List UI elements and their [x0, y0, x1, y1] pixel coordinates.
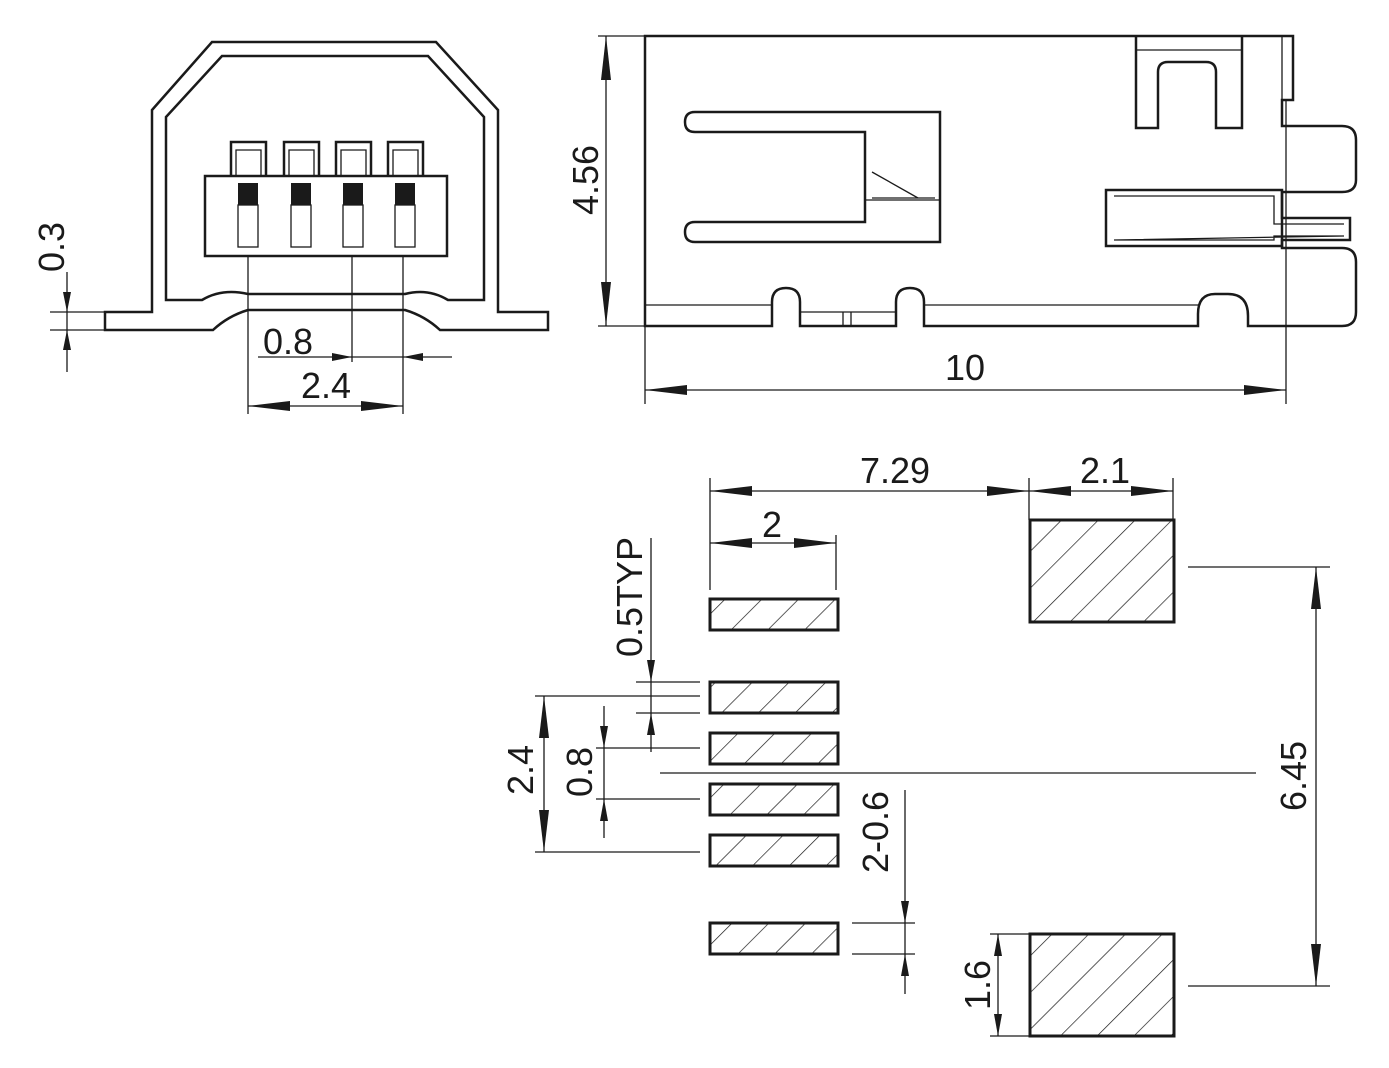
dim-front-pins: 0.8 2.4: [247, 256, 452, 414]
pad-signal: [708, 731, 840, 766]
dim-label-0-8-front: 0.8: [263, 321, 313, 362]
contact-pins: [229, 140, 425, 248]
front-shell-outer: [103, 40, 550, 332]
dim-large-pad-width: 2.1: [1029, 450, 1174, 520]
dim-front-thickness: 0.3: [31, 222, 105, 372]
pad-large-top: [1028, 518, 1176, 624]
dim-side-height: 4.56: [565, 35, 645, 327]
front-shell-inner: [164, 54, 486, 302]
contact-pin: [229, 140, 268, 248]
dim-signal-pad-length: 2: [710, 504, 837, 590]
footprint-view: 7.29 2.1 2 0.5TYP: [500, 450, 1330, 1038]
dim-label-0-8-footprint: 0.8: [559, 747, 600, 797]
pad-signal: [708, 782, 840, 817]
dim-large-pad-height: 1.6: [957, 933, 1030, 1037]
dim-label-1-6: 1.6: [957, 960, 998, 1010]
dim-label-10: 10: [945, 347, 985, 388]
dim-label-2: 2: [762, 504, 782, 545]
dim-locating-pad-gap: 2-0.6: [852, 790, 915, 994]
dim-signal-pad-pitch: 0.8: [559, 706, 700, 838]
pad-signal: [708, 833, 840, 868]
contact-pin: [386, 140, 425, 248]
contact-pin: [334, 140, 373, 248]
dim-pad-row-offset: 7.29: [709, 450, 1030, 590]
dim-label-0-3: 0.3: [31, 222, 72, 272]
contact-carrier: [203, 174, 449, 258]
dim-label-2-1: 2.1: [1080, 450, 1130, 491]
dim-signal-pad-width: 0.5TYP: [609, 537, 700, 752]
side-rear-slot: [1104, 188, 1352, 248]
pad-large-bottom: [1028, 932, 1176, 1038]
dim-label-6-45: 6.45: [1273, 741, 1314, 811]
dim-label-2-0-6: 2-0.6: [855, 791, 896, 873]
side-top-tab: [1134, 36, 1244, 130]
side-view: 4.56 10: [565, 34, 1358, 404]
dim-side-length: 10: [644, 100, 1287, 404]
front-view: 0.3 0.8 2.4: [31, 40, 550, 414]
contact-pin: [282, 140, 321, 248]
side-latch-slot: [683, 110, 942, 244]
dim-signal-pad-span: 2.4: [500, 695, 700, 853]
dim-label-7-29: 7.29: [860, 450, 930, 491]
signal-pads: [708, 597, 840, 956]
dim-large-pad-spacing: 6.45: [1188, 566, 1330, 987]
dim-label-4-56: 4.56: [565, 145, 606, 215]
dim-label-0-5typ: 0.5TYP: [609, 537, 650, 657]
dim-label-2-4-front: 2.4: [301, 365, 351, 406]
pad-locating-bottom: [708, 921, 840, 956]
pad-signal: [708, 680, 840, 715]
side-body-outline: [643, 34, 1358, 328]
dim-label-2-4-footprint: 2.4: [500, 745, 541, 795]
pad-locating-top: [708, 597, 840, 632]
